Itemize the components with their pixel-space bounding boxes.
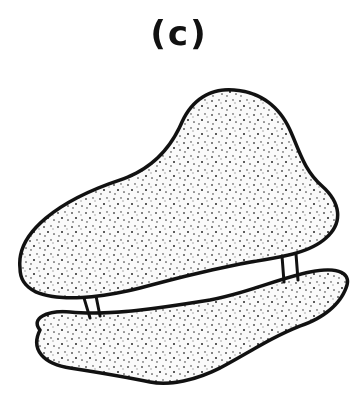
upper-blob (20, 90, 338, 298)
